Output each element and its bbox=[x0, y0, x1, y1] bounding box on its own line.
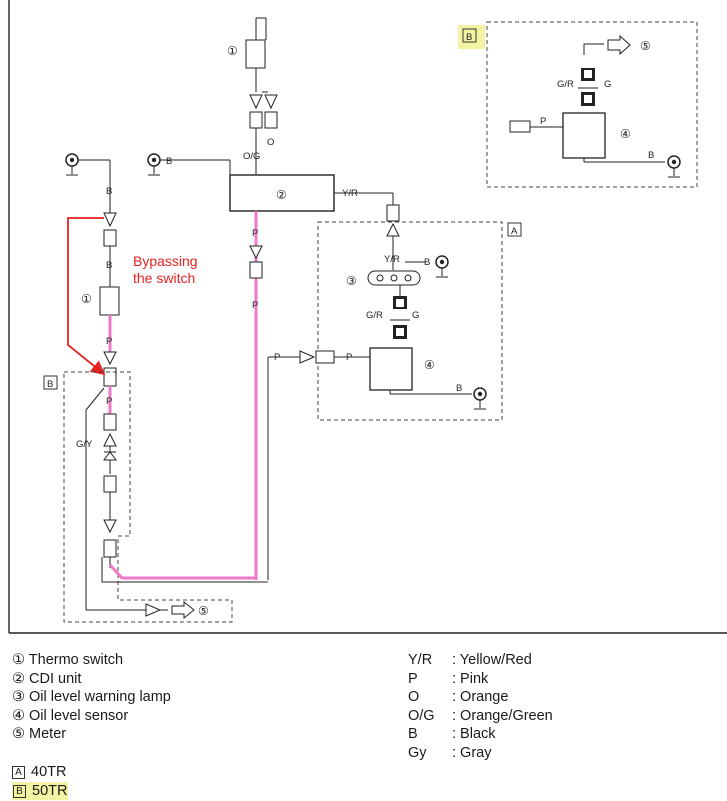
svg-text:②: ② bbox=[276, 188, 287, 202]
variant-b-tag: B bbox=[466, 32, 472, 43]
svg-text:P: P bbox=[106, 396, 112, 407]
wiring-diagram: B ⑤ G/R G ④ P B ① bbox=[8, 0, 727, 634]
svg-text:G: G bbox=[412, 310, 419, 321]
svg-text:Y/R: Y/R bbox=[384, 254, 400, 265]
svg-text:P: P bbox=[346, 352, 352, 363]
svg-text:B: B bbox=[106, 260, 112, 271]
color-legend-item: O: Orange bbox=[408, 689, 509, 706]
svg-text:O/G: O/G bbox=[243, 151, 260, 162]
meter-marker-top: ⑤ bbox=[640, 39, 651, 53]
svg-text:G: G bbox=[604, 79, 611, 90]
legend-item: ④ Oil level sensor bbox=[12, 707, 129, 724]
svg-text:G/R: G/R bbox=[366, 310, 383, 321]
svg-text:①: ① bbox=[81, 292, 92, 306]
variant-a-tag: A bbox=[511, 226, 518, 237]
color-legend-item: B: Black bbox=[408, 726, 496, 743]
variant-b-box: B ⑤ G/R G ④ P B bbox=[458, 21, 698, 188]
left-variant-b-region: B P G/Y ⑤ bbox=[43, 371, 268, 623]
svg-text:①: ① bbox=[227, 44, 238, 58]
svg-text:P: P bbox=[252, 228, 258, 239]
svg-text:O: O bbox=[267, 137, 274, 148]
svg-text:P: P bbox=[540, 116, 546, 127]
svg-text:B: B bbox=[47, 379, 53, 390]
meter-arrow-icon-bottom bbox=[171, 600, 195, 620]
sensor-marker-a: ④ bbox=[424, 358, 435, 372]
svg-text:B: B bbox=[424, 257, 430, 268]
meter-marker-bottom: ⑤ bbox=[198, 604, 209, 618]
svg-text:P: P bbox=[252, 300, 258, 311]
svg-text:G/R: G/R bbox=[557, 79, 574, 90]
lamp-marker: ③ bbox=[346, 274, 357, 288]
sensor-marker-b: ④ bbox=[620, 127, 631, 141]
svg-text:B: B bbox=[166, 156, 172, 167]
svg-text:B: B bbox=[106, 186, 112, 197]
wire-color-legend: Y/R: Yellow/Red P: Pink O: Orange O/G: O… bbox=[408, 651, 553, 763]
bypass-annotation-line2: the switch bbox=[133, 270, 195, 286]
bypass-annotation-line1: Bypassing bbox=[133, 253, 198, 269]
color-legend-item: O/G: Orange/Green bbox=[408, 707, 553, 724]
legend-item: ③ Oil level warning lamp bbox=[12, 689, 171, 706]
svg-text:P: P bbox=[106, 336, 112, 347]
left-thermo-branch: B B ① P Bypassing the switch bbox=[65, 153, 198, 387]
svg-text:Y/R: Y/R bbox=[342, 188, 358, 199]
component-legend: ① Thermo switch ② CDI unit ③ Oil level w… bbox=[12, 651, 171, 744]
color-legend-item: Gy: Gray bbox=[408, 744, 492, 761]
svg-text:B: B bbox=[648, 150, 654, 161]
meter-arrow-icon bbox=[607, 34, 631, 56]
legend-item: ② CDI unit bbox=[12, 670, 82, 687]
variant-a-box: A Y/R B ③ G/R G ④ B bbox=[267, 204, 522, 580]
legend-item: ① Thermo switch bbox=[12, 652, 124, 668]
svg-text:B: B bbox=[456, 383, 462, 394]
svg-text:G/Y: G/Y bbox=[76, 439, 93, 450]
color-legend-item: Y/R: Yellow/Red bbox=[408, 652, 532, 668]
svg-text:P: P bbox=[274, 352, 280, 363]
legend-item: ⑤ Meter bbox=[12, 726, 67, 743]
color-legend-item: P: Pink bbox=[408, 670, 489, 687]
thermo-switch-top: ① O O/G bbox=[227, 17, 278, 175]
diagram-frame bbox=[8, 0, 727, 634]
cdi-unit: ② B Y/R P P bbox=[147, 153, 394, 580]
